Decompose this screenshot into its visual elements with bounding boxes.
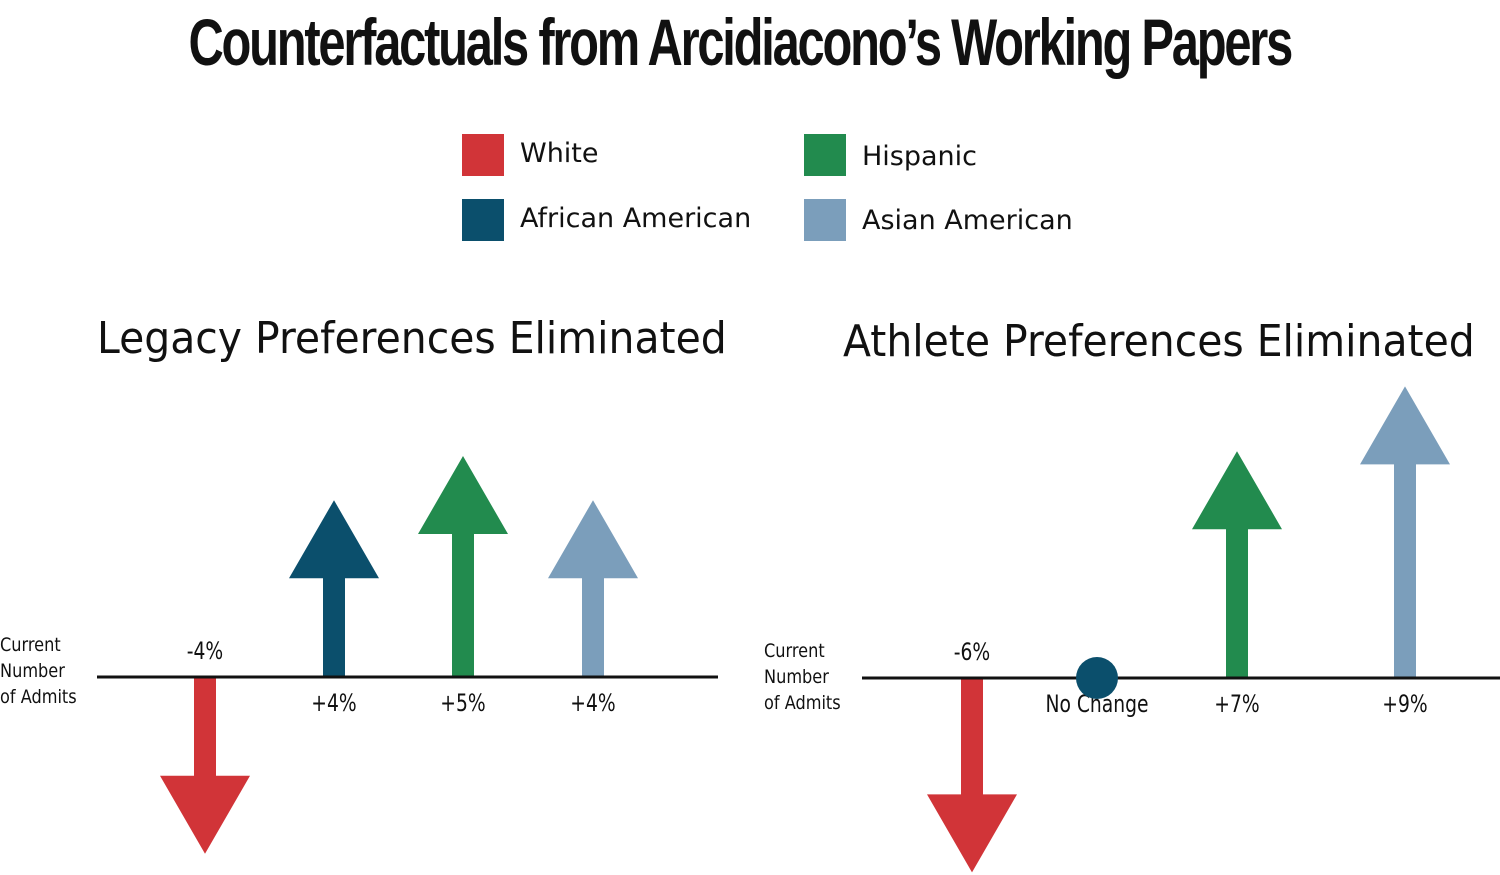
value-label-asian-american: +4%: [570, 690, 615, 718]
value-label-hispanic: +7%: [1214, 691, 1259, 719]
arrow-hispanic: [1192, 451, 1282, 678]
arrow-hispanic: [418, 456, 508, 677]
legend-swatch-white: [462, 134, 504, 176]
no-change-marker-african-american: [1076, 657, 1118, 699]
legend-label-asian-american: Asian American: [862, 205, 1073, 236]
arrow-african-american: [289, 500, 379, 677]
legend-swatch-hispanic: [804, 134, 846, 176]
value-label-african-american: +4%: [311, 690, 356, 718]
legend-label-hispanic: Hispanic: [862, 141, 978, 172]
baseline-label-legacy: Current Number of Admits: [0, 632, 77, 710]
baseline-label-line-1: Current: [764, 640, 825, 662]
baseline-label-line-2: Number: [0, 660, 65, 682]
panel-legacy: -4% +4% +5% +4%: [97, 456, 718, 854]
baseline-label-line-3: of Admits: [764, 692, 841, 714]
legend-label-white: White: [520, 138, 599, 169]
chart-title: Counterfactuals from Arcidiacono’s Worki…: [188, 5, 1294, 79]
arrow-asian-american: [548, 500, 638, 677]
arrow-white: [160, 677, 250, 854]
value-label-white: -4%: [187, 638, 223, 666]
baseline-label-line-3: of Admits: [0, 686, 77, 708]
baseline-label-line-1: Current: [0, 634, 61, 656]
value-label-white: -6%: [954, 639, 990, 667]
legend-swatch-african-american: [462, 199, 504, 241]
arrow-white: [927, 678, 1017, 873]
panel-title-athlete: Athlete Preferences Eliminated: [843, 316, 1475, 367]
arrow-asian-american: [1360, 386, 1450, 678]
value-label-hispanic: +5%: [440, 690, 485, 718]
panel-athlete: -6%No Change+7%+9%: [862, 386, 1500, 873]
panel-title-legacy: Legacy Preferences Eliminated: [97, 313, 727, 364]
legend-label-african-american: African American: [520, 203, 752, 234]
baseline-label-athlete: Current Number of Admits: [764, 638, 841, 716]
baseline-label-line-2: Number: [764, 666, 829, 688]
value-label-asian-american: +9%: [1382, 691, 1427, 719]
legend-swatch-asian-american: [804, 199, 846, 241]
